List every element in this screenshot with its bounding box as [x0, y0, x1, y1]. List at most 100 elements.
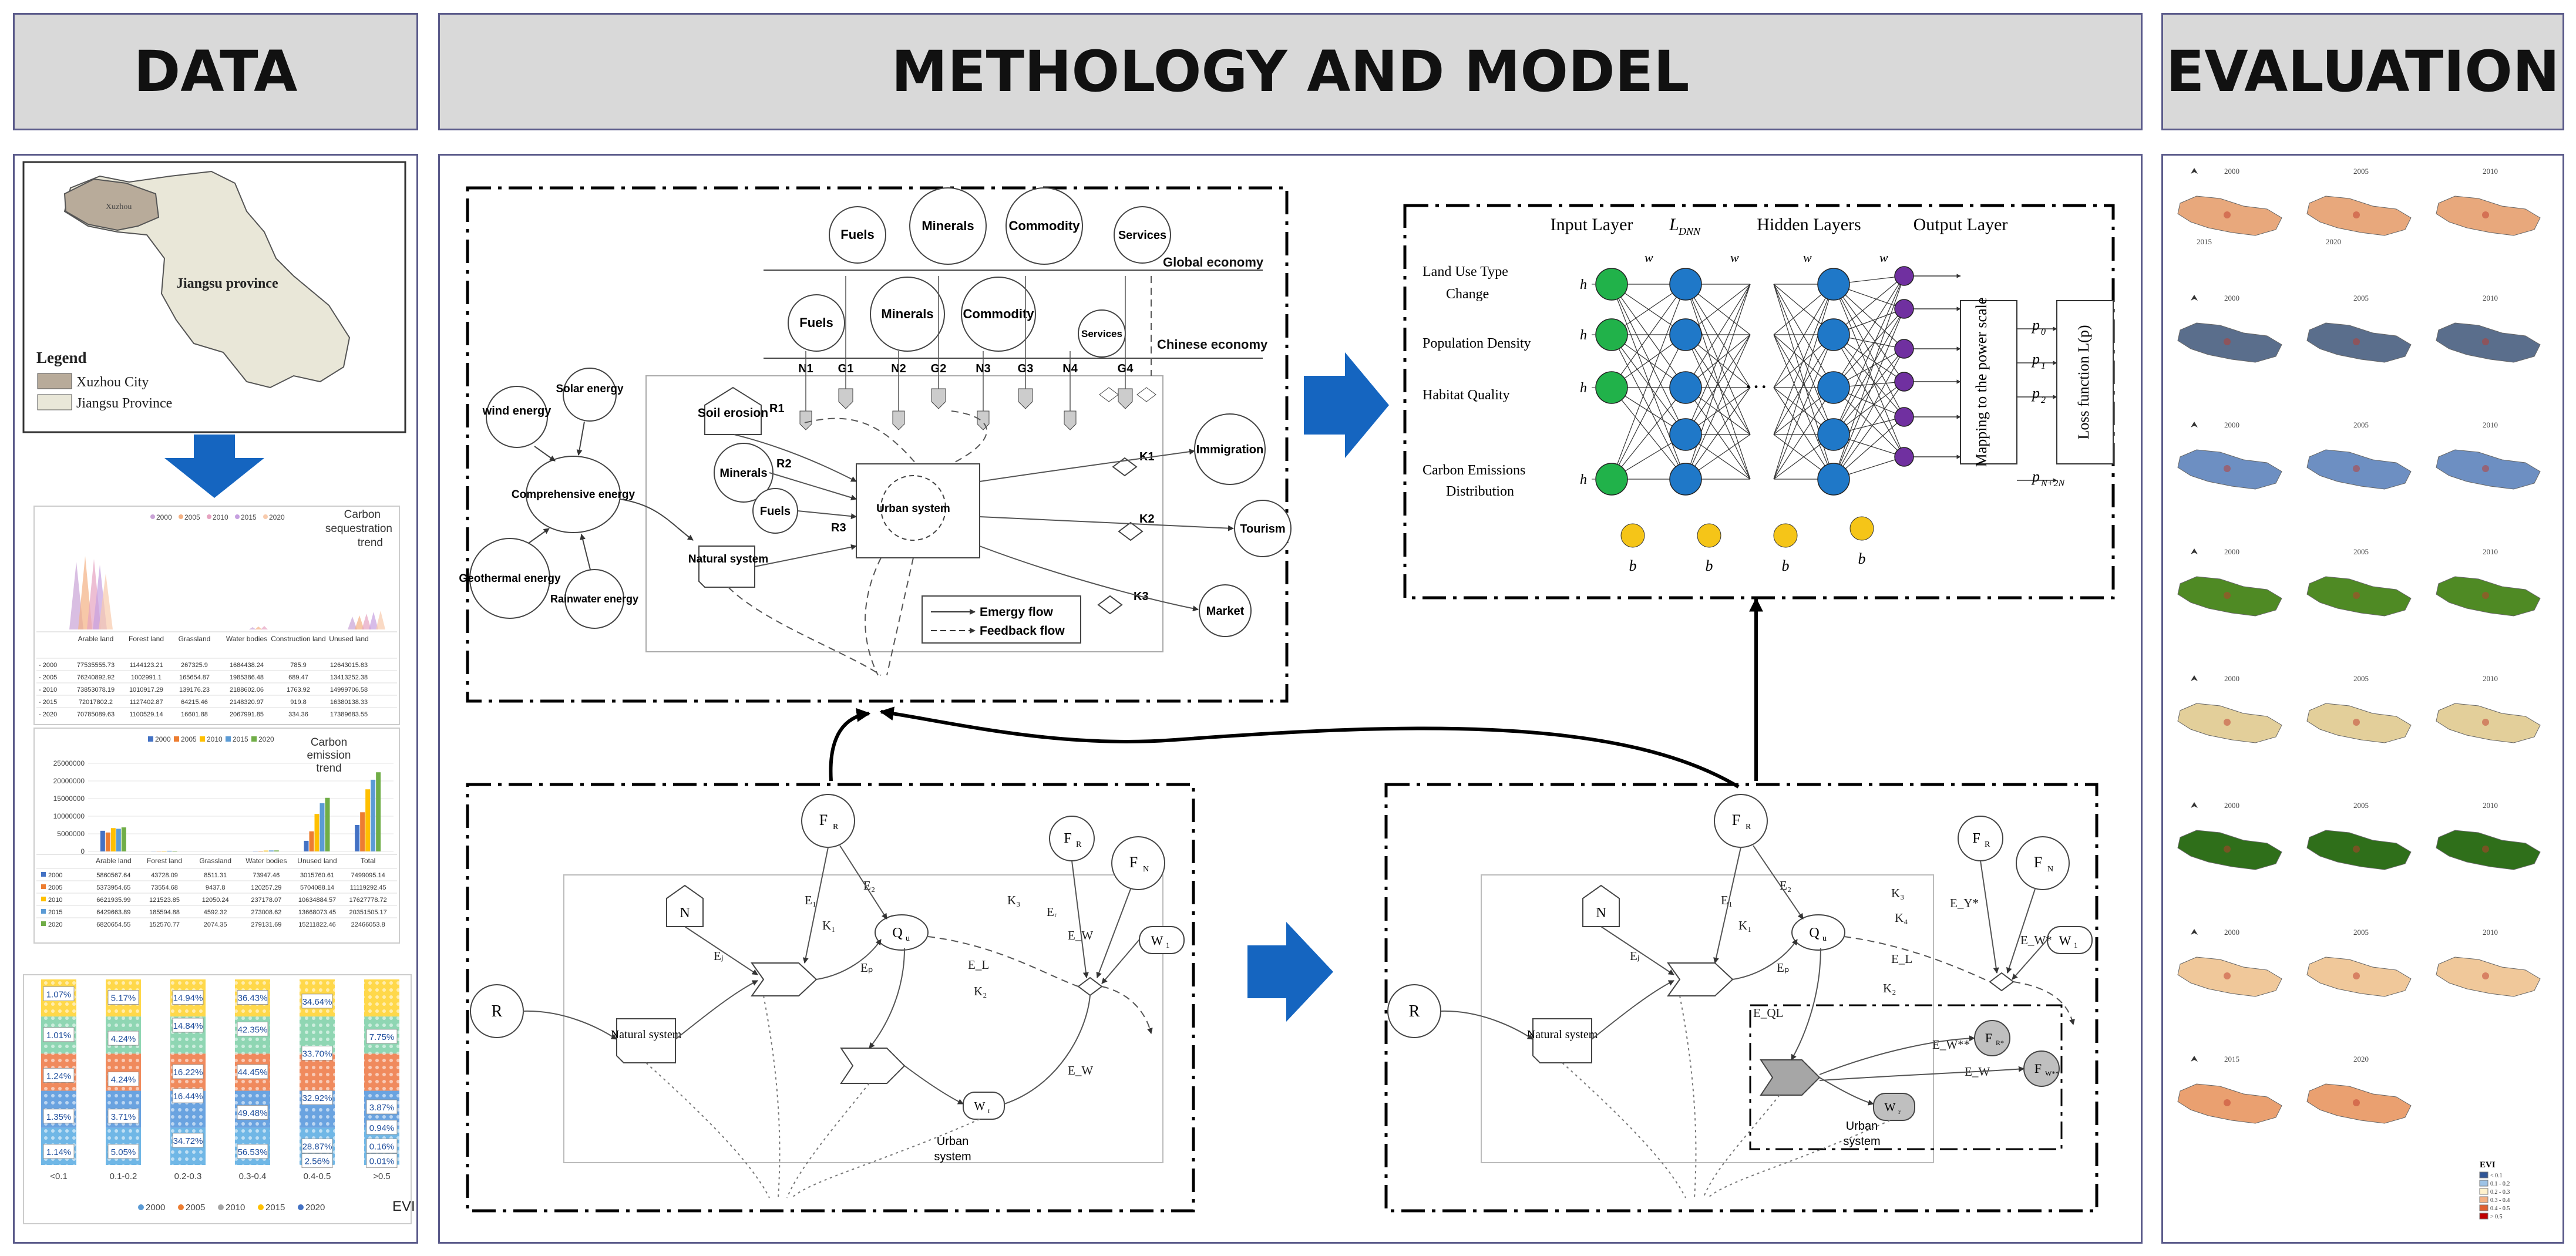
emi-bar: [268, 850, 274, 851]
nn-neuron: [1669, 371, 1702, 404]
eval-year-label: 2000: [2224, 167, 2239, 176]
evi-category: >0.5: [373, 1171, 391, 1181]
eval-map-hotspot: [2482, 338, 2489, 345]
seq-cell: 267325.9: [181, 662, 208, 669]
evi-label-box: [107, 1072, 139, 1087]
emi-cell: 237178.07: [251, 897, 281, 904]
soil-erosion-node: Soil erosion: [698, 386, 768, 435]
eval-map-hotspot: [2482, 592, 2489, 599]
consumer-a: [840, 1048, 906, 1084]
seq-cell: 1100529.14: [129, 711, 163, 718]
emi-cell: 9437.8: [206, 884, 226, 891]
top-source-fuels: Fuels: [829, 206, 886, 264]
emi-bar: [365, 789, 371, 851]
nn-ldnn-sub: DNN: [1678, 225, 1701, 237]
evi-label-box: [43, 1109, 75, 1124]
legend-emergy-flow: Emergy flow: [980, 605, 1054, 619]
r2-label: R2: [776, 457, 792, 470]
comprehensive-energy-node: Comprehensive energy: [512, 456, 635, 533]
eval-year-label: 2000: [2224, 294, 2239, 302]
nn-edge: [1685, 284, 1751, 388]
nn-edge: [1685, 334, 1751, 435]
new-subsystem-box: [1749, 1004, 2063, 1150]
emi-y-tick: 0: [80, 847, 85, 856]
emi-row-year: 2000: [48, 872, 62, 879]
eval-legend: EVI < 0.10.1 - 0.20.2 - 0.30.3 - 0.40.4 …: [2479, 1160, 2510, 1220]
emi-y-tick: 5000000: [57, 830, 85, 838]
mapping-box: [1960, 300, 2017, 464]
nn-edge: [1773, 284, 1834, 435]
evi-label: 36.43%: [238, 994, 268, 1004]
eval-map-hotspot: [2353, 592, 2360, 599]
eval-year-label: 2005: [2353, 674, 2369, 683]
producer-b: [1667, 962, 1734, 996]
wr-node-b-label: W: [1885, 1101, 1896, 1114]
emi-col-header: Water bodies: [246, 857, 287, 865]
natural-system-a: Natural system: [611, 1018, 682, 1063]
seq-cell: 16601.88: [181, 711, 208, 718]
r-node-b-label: R: [1409, 1002, 1420, 1021]
eval-year-label: 2010: [2483, 928, 2498, 937]
seq-cell: 1127402.87: [129, 699, 163, 706]
seq-cell: 16380138.33: [330, 699, 368, 706]
emi-cell: 2074.35: [204, 921, 227, 928]
mid-source-fuels-label: Fuels: [799, 315, 833, 330]
evi-label-box: [366, 1139, 398, 1153]
emi-cell: 279131.69: [251, 921, 281, 928]
right-arrow-bottom-icon: [1247, 922, 1333, 1022]
svg-text:E_QL: E_QL: [1753, 1006, 1783, 1020]
emi-cell: 4592.32: [204, 909, 227, 916]
emi-bar: [320, 803, 325, 851]
seq-cell: 1985386.48: [230, 674, 264, 681]
eval-map-hotspot: [2224, 465, 2231, 472]
right-arrow-top-icon: [1304, 352, 1389, 458]
emi-legend-swatch: [174, 736, 179, 742]
seq-legend-dot: [207, 514, 211, 519]
emi-legend-swatch: [251, 736, 257, 742]
evi-label: 0.16%: [369, 1141, 395, 1151]
gate-icon: [1018, 388, 1033, 409]
nn-edge: [1833, 334, 1905, 457]
north-arrow-icon: [2191, 802, 2198, 808]
loss-box-label: Loss function L(p): [2075, 325, 2092, 440]
nn-edge: [1833, 308, 1905, 480]
map-legend-title: Legend: [36, 349, 87, 366]
legend-swatch-xuzhou: [37, 373, 72, 389]
eval-legend-swatch: [2479, 1171, 2488, 1178]
svg-text:K₂: K₂: [1883, 981, 1896, 995]
comprehensive-label: Comprehensive energy: [512, 489, 635, 501]
seq-cell: 1144123.21: [129, 662, 163, 669]
wind-label: wind energy: [482, 405, 552, 417]
evi-label-box: [301, 1139, 333, 1153]
emi-row-year: 2005: [48, 884, 62, 891]
evi-legend-item: 2020: [305, 1203, 325, 1213]
emi-row-swatch: [41, 872, 46, 877]
top-source-services-label: Services: [1118, 229, 1166, 242]
local-minerals-label: Minerals: [719, 467, 767, 480]
eval-year-label: 2015: [2224, 1055, 2239, 1063]
natural-system-node: Natural system: [688, 545, 768, 588]
diamond-icon: [1099, 387, 1119, 402]
gate-icon: [838, 388, 853, 409]
eval-year-label: 2020: [2326, 237, 2341, 246]
qu-node-b-label: Q: [1809, 925, 1819, 941]
emi-cell: 20351505.17: [349, 909, 387, 916]
rainwater-label: Rainwater energy: [550, 593, 638, 605]
emi-bar: [100, 830, 105, 851]
north-arrow-icon: [2191, 548, 2198, 554]
wind-energy-node: wind energy: [482, 386, 552, 448]
n-node-a-label: N: [680, 905, 690, 921]
eval-legend-item: 0.3 - 0.4: [2490, 1197, 2510, 1204]
global-economy-label: Global economy: [1163, 255, 1264, 270]
w1-node-a-sub: 1: [1166, 941, 1170, 949]
evi-label-box: [237, 1021, 268, 1036]
evi-label-box: [107, 1031, 139, 1046]
fn-node-b-label: F: [2034, 854, 2042, 871]
wr-node-b-sub: r: [1898, 1107, 1901, 1116]
eval-legend-item: 0.1 - 0.2: [2490, 1181, 2510, 1187]
nn-bias-neuron: [1697, 523, 1721, 548]
seq-legend-item: 2005: [184, 513, 200, 521]
eval-map-hotspot: [2353, 846, 2360, 853]
seq-cell: 2067991.85: [230, 711, 264, 718]
